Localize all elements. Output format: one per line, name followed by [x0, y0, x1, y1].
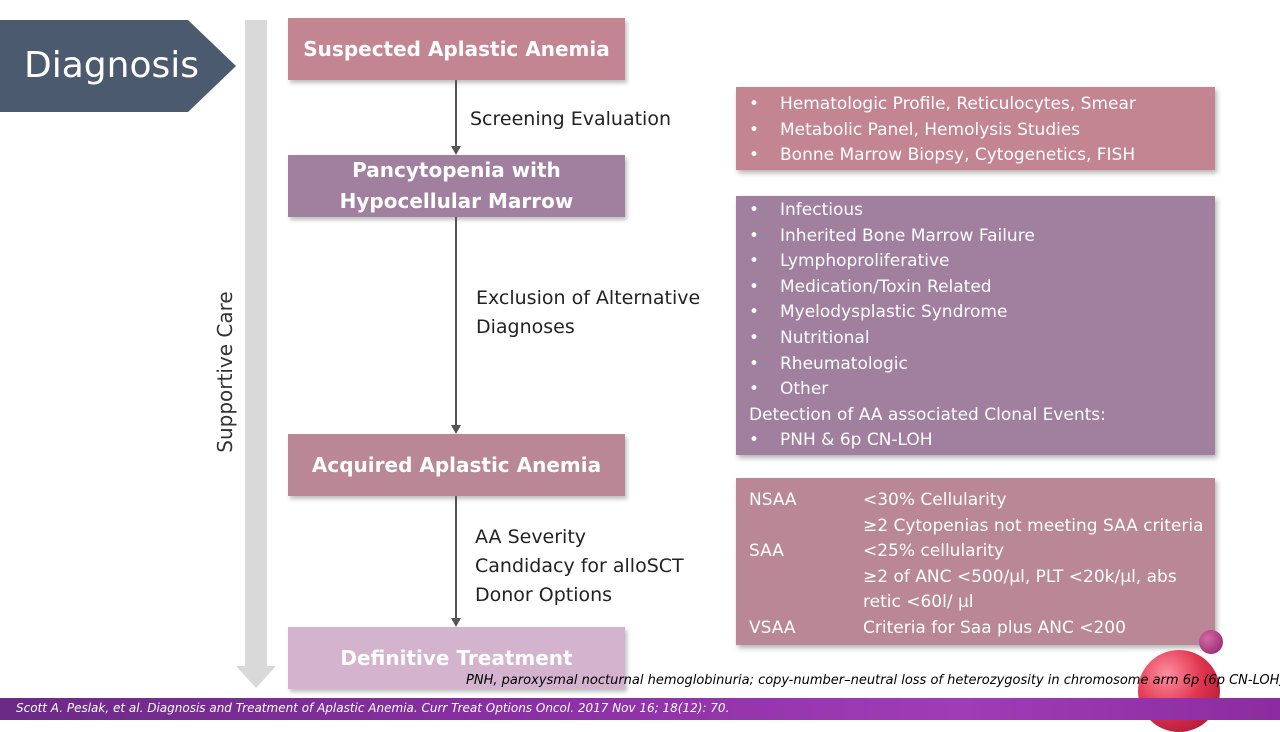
abbreviation-footnote: PNH, paroxysmal nocturnal hemoglobinuria…: [466, 673, 1280, 688]
pancytopenia-box: Pancytopenia with Hypocellular Marrow: [288, 155, 625, 217]
exclusion-item: Rheumatologic: [749, 352, 1215, 378]
exclusion-item: Other: [749, 377, 1215, 403]
severity-criteria: <30% Cellularity ≥2 Cytopenias not meeti…: [863, 488, 1215, 539]
severity-key: SAA: [749, 541, 784, 561]
detection-heading: Detection of AA associated Clonal Events…: [749, 404, 1106, 425]
connector-2: [455, 217, 457, 425]
exclusion-item: Lymphoproliferative: [749, 249, 1215, 275]
screening-item: Hematologic Profile, Reticulocytes, Smea…: [749, 92, 1215, 118]
exclusion-item: Nutritional: [749, 326, 1215, 352]
step-severity-label: AA Severity Candidacy for alloSCT Donor …: [475, 523, 684, 610]
pancytopenia-label-line2: Hypocellular Marrow: [339, 189, 574, 213]
connector-1-arrowhead: [451, 146, 461, 155]
screening-item: Metabolic Panel, Hemolysis Studies: [749, 118, 1215, 144]
acquired-aa-box: Acquired Aplastic Anemia: [288, 434, 625, 496]
suspected-aa-box: Suspected Aplastic Anemia: [288, 18, 625, 80]
screening-item: Bonne Marrow Biopsy, Cytogenetics, FISH: [749, 143, 1215, 169]
severity-key: VSAA: [749, 617, 796, 638]
step-exclusion-label: Exclusion of Alternative Diagnoses: [476, 284, 700, 342]
supportive-care-label: Supportive Care: [213, 291, 237, 453]
severity-criterion: Criteria for Saa plus ANC <200: [863, 617, 1126, 638]
step-severity-line2: Candidacy for alloSCT: [475, 555, 684, 577]
supportive-care-arrow-head: [236, 666, 276, 688]
severity-criterion: <25% cellularity: [863, 541, 1005, 561]
definitive-treatment-label: Definitive Treatment: [340, 645, 573, 670]
definitive-treatment-box: Definitive Treatment: [288, 627, 625, 689]
exclusion-item: Inherited Bone Marrow Failure: [749, 224, 1215, 250]
severity-criteria: <25% cellularity ≥2 of ANC <500/µl, PLT …: [863, 539, 1215, 616]
exclusion-item: Myelodysplastic Syndrome: [749, 300, 1215, 326]
step-exclusion-line1: Exclusion of Alternative: [476, 287, 701, 309]
step-exclusion-line2: Diagnoses: [476, 316, 575, 338]
severity-criterion: <30% Cellularity: [863, 490, 1007, 510]
connector-3-arrowhead: [451, 618, 461, 627]
decorative-sphere-small: [1199, 630, 1223, 654]
severity-row-saa: SAA <25% cellularity ≥2 of ANC <500/µl, …: [749, 539, 1215, 616]
connector-2-arrowhead: [451, 425, 461, 434]
exclusion-item: Medication/Toxin Related: [749, 275, 1215, 301]
step-severity-line3: Donor Options: [475, 584, 613, 606]
connector-1: [455, 80, 457, 146]
severity-panel: NSAA <30% Cellularity ≥2 Cytopenias not …: [736, 478, 1215, 645]
pancytopenia-label-line1: Pancytopenia with: [352, 158, 561, 182]
screening-panel: Hematologic Profile, Reticulocytes, Smea…: [736, 87, 1215, 170]
supportive-care-arrow-shaft: [245, 20, 267, 668]
section-title: Diagnosis: [24, 45, 199, 86]
detection-item: PNH & 6p CN-LOH: [749, 428, 1215, 454]
section-tag: [0, 20, 236, 112]
connector-3: [455, 496, 457, 618]
severity-criteria: Criteria for Saa plus ANC <200: [863, 616, 1215, 642]
citation-bar: [0, 698, 1280, 720]
severity-criterion: ≥2 Cytopenias not meeting SAA criteria: [863, 515, 1204, 536]
severity-row-vsaa: VSAA Criteria for Saa plus ANC <200: [749, 616, 1215, 642]
citation-text: Scott A. Peslak, et al. Diagnosis and Tr…: [16, 701, 730, 715]
acquired-aa-label: Acquired Aplastic Anemia: [311, 452, 602, 477]
suspected-aa-label: Suspected Aplastic Anemia: [303, 36, 610, 61]
severity-key: NSAA: [749, 490, 797, 510]
step-screening-label: Screening Evaluation: [470, 108, 671, 130]
severity-criterion: ≥2 of ANC <500/µl, PLT <20k/µl, abs reti…: [863, 566, 1177, 613]
exclusion-item: Infectious: [749, 198, 1215, 224]
exclusion-panel: Infectious Inherited Bone Marrow Failure…: [736, 196, 1215, 455]
step-severity-line1: AA Severity: [475, 526, 587, 548]
severity-row-nsaa: NSAA <30% Cellularity ≥2 Cytopenias not …: [749, 488, 1215, 539]
